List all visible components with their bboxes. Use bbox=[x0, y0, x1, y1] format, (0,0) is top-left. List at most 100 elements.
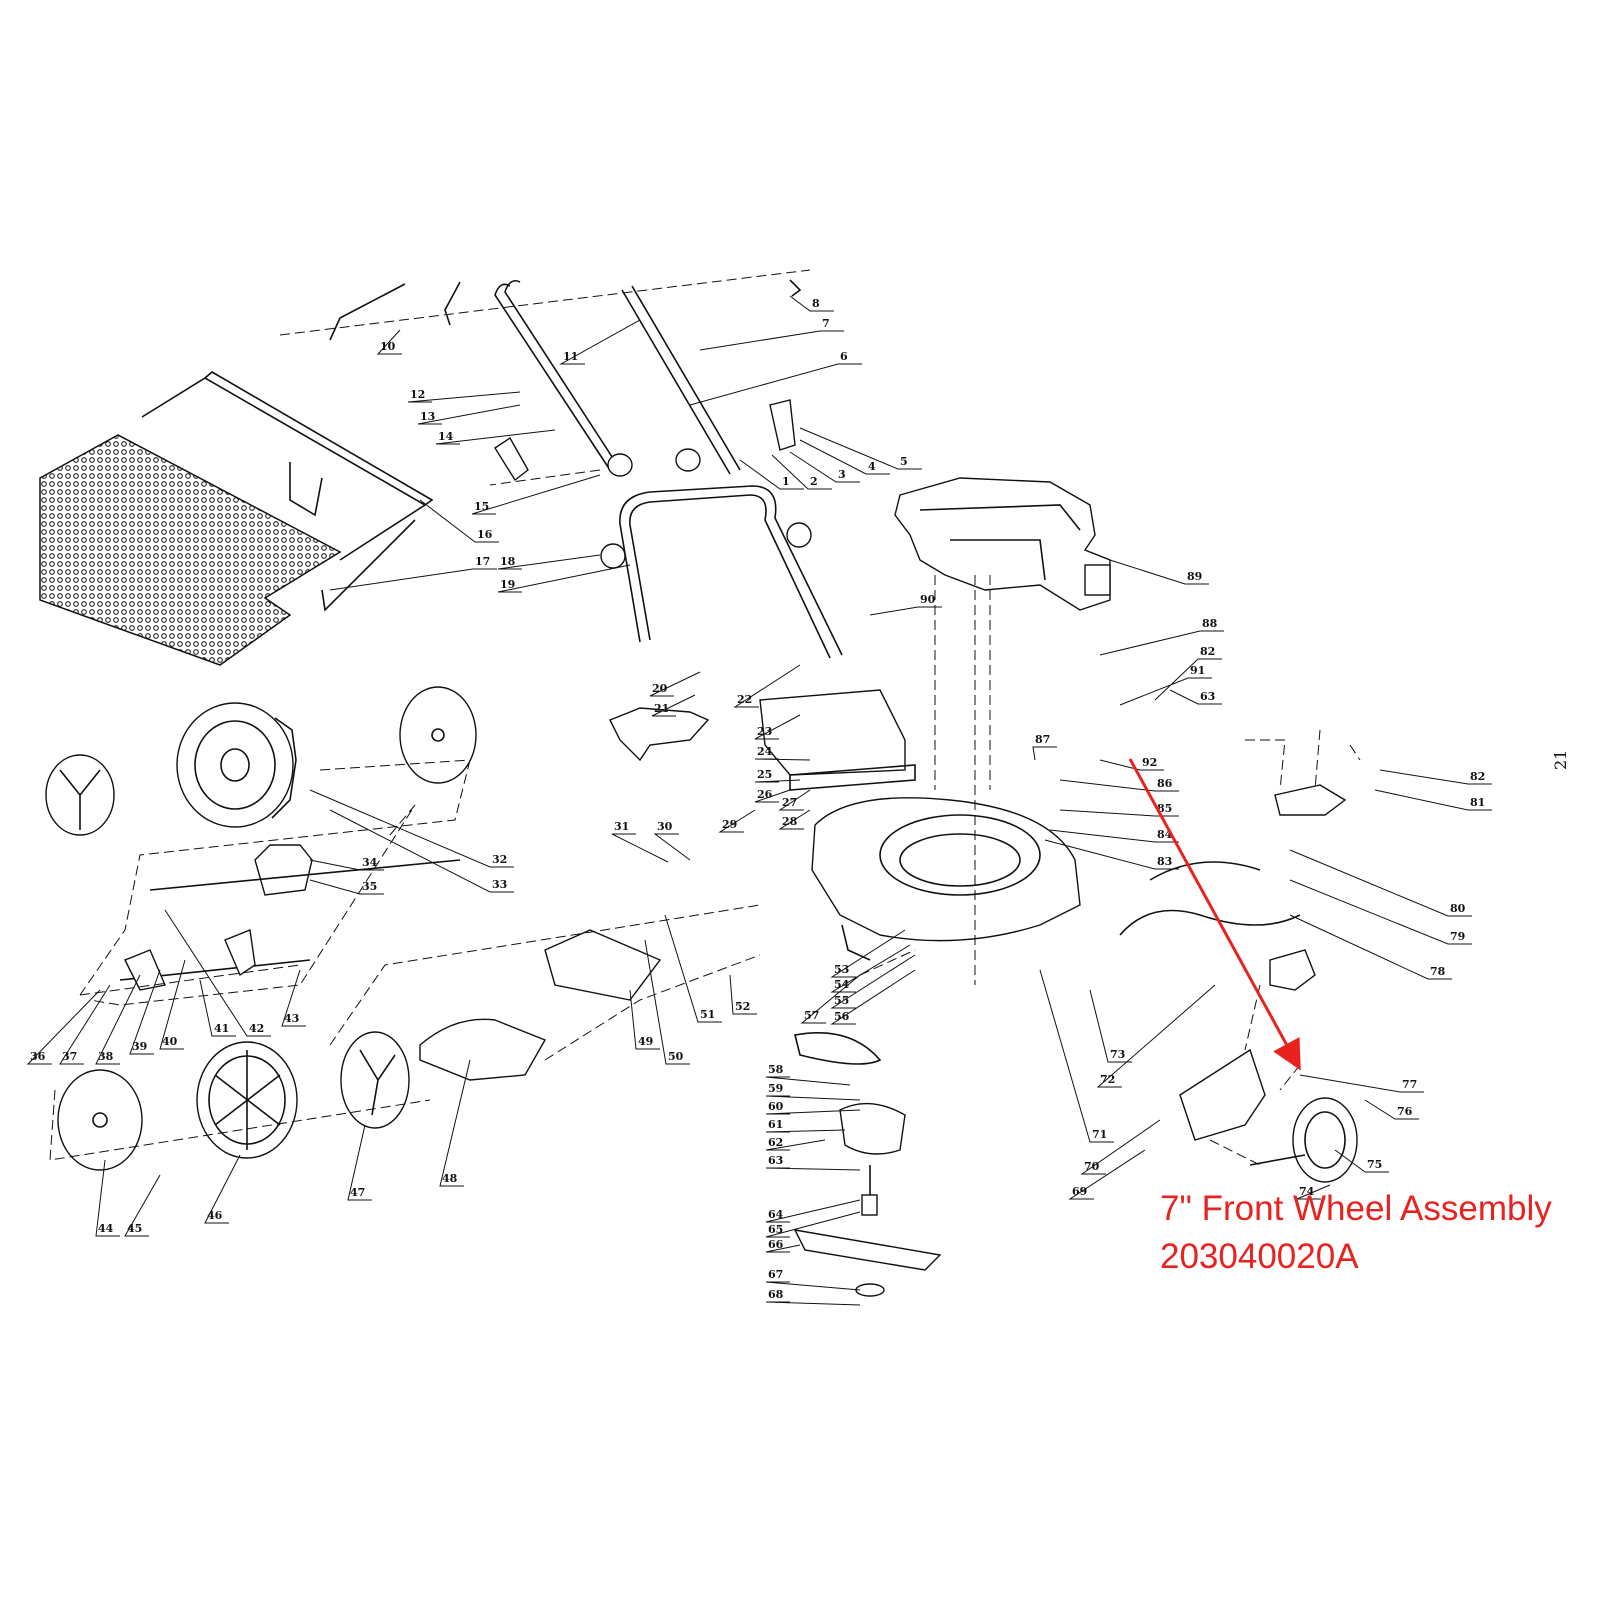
part-number-label: 50 bbox=[668, 1050, 684, 1063]
part-callout: 89 bbox=[1109, 559, 1209, 585]
leader-line bbox=[653, 833, 691, 861]
leader-line bbox=[718, 809, 756, 833]
part-number-label: 25 bbox=[757, 768, 772, 781]
leader-line bbox=[765, 1199, 861, 1223]
leader-line bbox=[1089, 989, 1132, 1063]
part-callout: 69 bbox=[1068, 1149, 1146, 1200]
part-callout: 17 bbox=[329, 555, 497, 591]
leader-line bbox=[754, 789, 791, 803]
callout-title: 7" Front Wheel Assembly bbox=[1160, 1189, 1552, 1228]
part-number-label: 78 bbox=[1430, 965, 1446, 978]
part-number-label: 19 bbox=[500, 578, 515, 591]
part-number-label: 42 bbox=[249, 1022, 264, 1035]
leader-line bbox=[95, 1159, 120, 1237]
rear-flap bbox=[419, 929, 662, 1081]
leader-line bbox=[204, 1154, 241, 1224]
part-callout: 16 bbox=[419, 499, 499, 543]
part-number-label: 14 bbox=[438, 430, 454, 443]
part-callout: 80 bbox=[1289, 849, 1472, 917]
part-callout: 1 bbox=[739, 459, 804, 490]
part-number-label: 71 bbox=[1092, 1128, 1107, 1141]
leader-line bbox=[649, 671, 701, 697]
part-number-label: 35 bbox=[362, 880, 377, 893]
leader-line bbox=[754, 714, 801, 740]
part-callout: 73 bbox=[1089, 989, 1132, 1063]
leader-line bbox=[729, 974, 757, 1015]
part-callout: 8 bbox=[789, 295, 834, 312]
leader-line bbox=[435, 429, 556, 445]
part-number-label: 41 bbox=[214, 1022, 229, 1035]
leader-line bbox=[765, 1095, 861, 1101]
part-callout: 85 bbox=[1059, 802, 1179, 817]
part-number-label: 15 bbox=[474, 500, 489, 513]
part-number-label: 63 bbox=[1200, 690, 1215, 703]
part-number-label: 12 bbox=[410, 388, 425, 401]
part-number-label: 16 bbox=[477, 528, 493, 541]
part-number-label: 87 bbox=[1035, 733, 1050, 746]
gearbox-axle bbox=[119, 844, 461, 991]
part-number-label: 88 bbox=[1202, 617, 1218, 630]
part-callout: 11 bbox=[559, 319, 641, 365]
part-callout: 14 bbox=[435, 429, 556, 445]
leader-line bbox=[347, 1124, 372, 1201]
part-callout: 52 bbox=[729, 974, 757, 1015]
leader-line bbox=[159, 959, 186, 1050]
part-callout: 84 bbox=[1049, 828, 1179, 843]
part-number-label: 43 bbox=[284, 1012, 299, 1025]
leader-line bbox=[1154, 658, 1222, 701]
part-callout: 58 bbox=[765, 1063, 851, 1086]
leader-line bbox=[789, 451, 860, 483]
part-number-label: 83 bbox=[1157, 855, 1172, 868]
part-callout: 51 bbox=[664, 914, 722, 1023]
part-number-label: 55 bbox=[834, 994, 849, 1007]
leader-line bbox=[765, 1076, 851, 1086]
part-callout: 23 bbox=[754, 714, 801, 740]
part-callout: 39 bbox=[129, 969, 161, 1055]
part-number-label: 90 bbox=[920, 593, 936, 606]
part-number-label: 3 bbox=[838, 468, 846, 481]
leader-line bbox=[471, 474, 601, 515]
leader-line bbox=[800, 974, 861, 1024]
leader-line bbox=[497, 564, 631, 593]
callout-part-number: 203040020A bbox=[1160, 1237, 1359, 1276]
part-number-label: 27 bbox=[782, 796, 797, 809]
part-callout: 78 bbox=[1289, 914, 1452, 980]
part-number-label: 8 bbox=[812, 297, 820, 310]
part-number-label: 26 bbox=[757, 788, 773, 801]
part-number-label: 67 bbox=[768, 1268, 783, 1281]
leader-line bbox=[651, 694, 696, 717]
part-number-label: 48 bbox=[442, 1172, 458, 1185]
part-callout: 15 bbox=[471, 474, 601, 515]
leader-line bbox=[778, 789, 811, 811]
part-callout: 67 bbox=[765, 1268, 861, 1291]
part-number-label: 29 bbox=[722, 818, 737, 831]
leader-line bbox=[309, 789, 514, 868]
part-number-label: 77 bbox=[1402, 1078, 1417, 1091]
leader-line bbox=[1059, 809, 1179, 817]
part-number-label: 68 bbox=[768, 1288, 784, 1301]
part-number-label: 20 bbox=[652, 682, 668, 695]
leader-line bbox=[1169, 689, 1222, 705]
part-callout: 21 bbox=[651, 694, 696, 717]
part-callout: 92 bbox=[1099, 756, 1164, 771]
part-callout: 29 bbox=[718, 809, 756, 833]
part-callout: 6 bbox=[689, 350, 862, 406]
leader-line bbox=[1289, 849, 1472, 917]
leader-line bbox=[789, 295, 834, 312]
part-number-label: 64 bbox=[768, 1208, 784, 1221]
part-number-label: 6 bbox=[840, 350, 848, 363]
leader-line bbox=[629, 989, 660, 1050]
part-number-label: 89 bbox=[1187, 570, 1202, 583]
part-callout: 71 bbox=[1039, 969, 1114, 1143]
part-callout: 30 bbox=[653, 820, 691, 861]
leader-line bbox=[644, 939, 690, 1065]
part-number-label: 40 bbox=[162, 1035, 178, 1048]
leader-line bbox=[799, 439, 890, 475]
part-callout: 56 bbox=[830, 969, 916, 1025]
part-callout: 13 bbox=[417, 404, 521, 425]
part-callout: 87 bbox=[1032, 733, 1057, 761]
leader-line bbox=[1334, 1149, 1389, 1173]
leader-line bbox=[1289, 914, 1452, 980]
front-wheel-assembly bbox=[1119, 784, 1358, 1183]
